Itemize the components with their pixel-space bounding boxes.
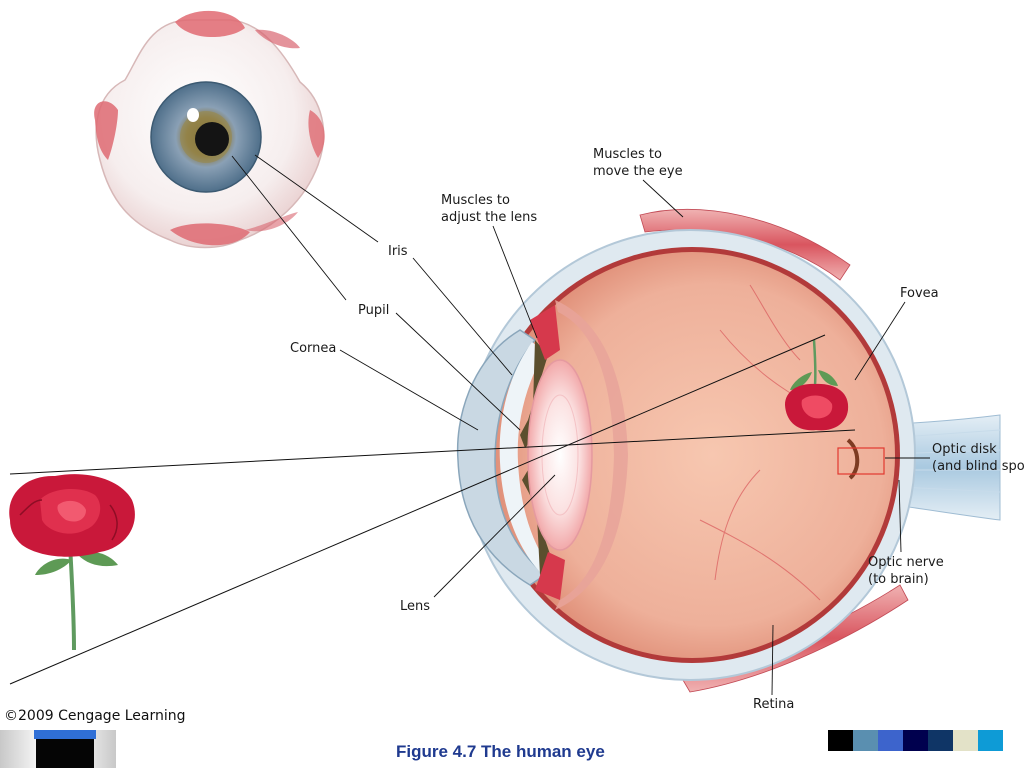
copyright-notice: ©2009 Cengage Learning <box>4 708 186 724</box>
color-swatch <box>978 730 1003 751</box>
figure-caption: Figure 4.7 The human eye <box>396 742 605 761</box>
color-swatch <box>903 730 928 751</box>
color-swatch <box>878 730 903 751</box>
color-swatch <box>853 730 878 751</box>
label-fovea: Fovea <box>900 286 939 301</box>
color-swatch <box>953 730 978 751</box>
publisher-logo-bar <box>0 730 116 768</box>
light-ray-top <box>9 429 856 475</box>
label-optic-nerve-line2: (to brain) <box>868 572 929 587</box>
light-ray-bottom <box>9 334 826 685</box>
label-optic-disk-line1: Optic disk <box>932 442 997 457</box>
color-swatch <box>828 730 853 751</box>
label-lens: Lens <box>400 599 430 614</box>
front-eyeball <box>94 10 325 249</box>
label-retina: Retina <box>753 697 794 712</box>
leader-lines <box>231 154 930 696</box>
retinal-image-rose <box>785 339 849 431</box>
label-optic-nerve-line1: Optic nerve <box>868 555 944 570</box>
label-cornea: Cornea <box>290 341 336 356</box>
label-muscles-lens-line1: Muscles to <box>441 193 510 208</box>
label-muscles-lens-line2: adjust the lens <box>441 210 537 225</box>
label-iris: Iris <box>388 244 408 259</box>
label-optic-disk-line2: (and blind spot) <box>932 459 1024 474</box>
color-swatch-strip <box>828 730 1003 751</box>
label-muscles-eye-line1: Muscles to <box>593 147 662 162</box>
label-muscles-eye-line2: move the eye <box>593 164 683 179</box>
label-pupil: Pupil <box>358 303 389 318</box>
eyeball-cross-section <box>456 229 916 681</box>
rose-object <box>9 474 135 651</box>
color-swatch <box>928 730 953 751</box>
